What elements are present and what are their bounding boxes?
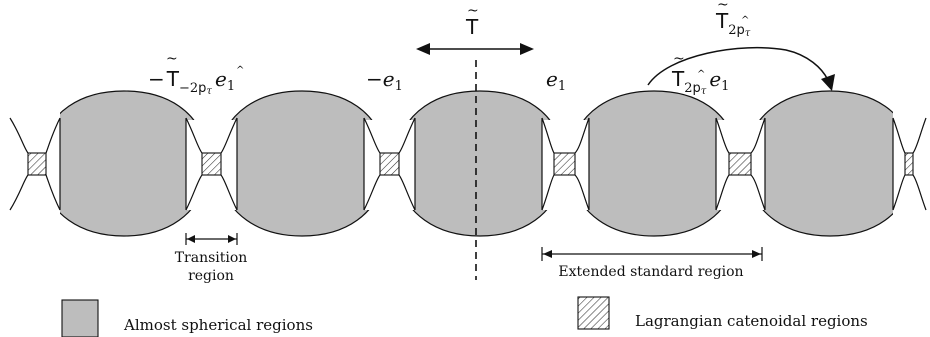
legend: Almost spherical regions Lagrangian cate… (61, 296, 868, 337)
svg-text:−T−2pτe1: −T−2pτe1 (148, 67, 235, 97)
transition-label-line2: region (188, 268, 234, 284)
transition-label-line1: Transition (175, 250, 248, 266)
svg-text:^: ^ (236, 65, 244, 76)
legend-catenoidal-swatch (577, 296, 610, 330)
label-translation: T2pτ ~ ^ (715, 0, 751, 39)
transition-region-marker (185, 233, 238, 245)
catenoid-neck-0 (27, 152, 47, 176)
label-reflection: T ~ (465, 3, 479, 39)
svg-text:^: ^ (741, 15, 749, 26)
catenoid-neck-5 (904, 152, 914, 176)
almost-spherical-regions (41, 90, 912, 237)
svg-text:~: ~ (673, 51, 685, 67)
label-e1: e1 (546, 67, 566, 94)
extended-standard-region-marker (541, 247, 763, 261)
catenoid-neck-2 (379, 152, 400, 176)
curved-arrow-icon (647, 47, 835, 91)
catenoid-neck-3 (553, 152, 576, 176)
extended-standard-label: Extended standard region (558, 264, 743, 280)
svg-text:^: ^ (697, 69, 705, 80)
catenoid-neck-1 (201, 152, 222, 176)
legend-spherical-label: Almost spherical regions (123, 316, 313, 334)
label-neg-e1: −e1 (366, 67, 403, 94)
sphere-1 (41, 90, 206, 237)
svg-text:e1: e1 (546, 67, 566, 94)
lagrangian-catenoidal-regions (27, 152, 914, 176)
svg-text:T2pτe1: T2pτe1 (671, 67, 729, 97)
sphere-5 (747, 90, 912, 237)
double-arrow-icon (416, 43, 534, 55)
svg-text:~: ~ (467, 3, 479, 19)
legend-catenoidal-label: Lagrangian catenoidal regions (635, 312, 868, 330)
legend-spherical-swatch (61, 299, 99, 337)
svg-text:T: T (465, 15, 479, 39)
svg-text:T2pτ: T2pτ (715, 9, 751, 39)
sphere-3 (397, 90, 562, 237)
sphere-4 (571, 90, 736, 237)
label-shift-e1: T2pτe1 ~ ^ (671, 51, 729, 97)
neck-curves (9, 117, 927, 211)
sphere-2 (219, 90, 384, 237)
region-boundaries (59, 118, 894, 210)
catenoid-neck-4 (728, 152, 752, 176)
svg-text:−e1: −e1 (366, 67, 403, 94)
svg-text:~: ~ (166, 51, 178, 67)
label-neg-shift-e1: −T−2pτe1 ~ ^ (148, 51, 244, 97)
svg-text:~: ~ (717, 0, 729, 13)
